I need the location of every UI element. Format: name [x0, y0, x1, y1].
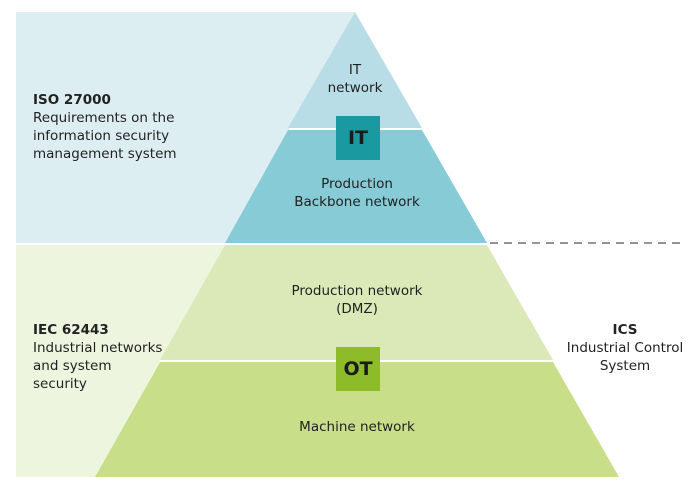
iso-line-3: management system: [33, 146, 177, 162]
dmz-line-2: (DMZ): [336, 301, 378, 317]
iec-line-3: security: [33, 376, 87, 392]
iso-title: ISO 27000: [33, 92, 111, 108]
layer-it-network: [288, 12, 422, 128]
iec-line-1: Industrial networks: [33, 340, 163, 356]
machine-line-1: Machine network: [299, 419, 415, 435]
ot-badge: OT: [336, 347, 380, 391]
dmz-label: Production network (DMZ): [272, 282, 442, 318]
iec-panel: [16, 245, 225, 477]
layer-dmz: [160, 245, 553, 360]
dmz-line-1: Production network: [291, 283, 423, 299]
iso-label: ISO 27000 Requirements on the informatio…: [33, 91, 177, 163]
layer-backbone: [225, 130, 487, 243]
iso-panel: [16, 12, 355, 243]
iec-title: IEC 62443: [33, 322, 109, 338]
it-network-line-1: IT: [348, 62, 362, 78]
iso-line-1: Requirements on the: [33, 110, 175, 126]
layer-machine: [95, 362, 619, 477]
machine-label: Machine network: [272, 418, 442, 436]
backbone-line-2: Backbone network: [294, 194, 420, 210]
iec-label: IEC 62443 Industrial networks and system…: [33, 321, 162, 393]
it-badge: IT: [336, 116, 380, 160]
backbone-line-1: Production: [321, 176, 393, 192]
iso-line-2: information security: [33, 128, 170, 144]
ics-line-1: Industrial Control: [566, 340, 684, 356]
iec-line-2: and system: [33, 358, 112, 374]
it-network-label: IT network: [305, 61, 405, 97]
ics-title: ICS: [612, 322, 638, 338]
ics-line-2: System: [599, 358, 651, 374]
backbone-label: Production Backbone network: [272, 175, 442, 211]
it-network-line-2: network: [327, 80, 383, 96]
ics-label: ICS Industrial Control System: [560, 321, 690, 375]
